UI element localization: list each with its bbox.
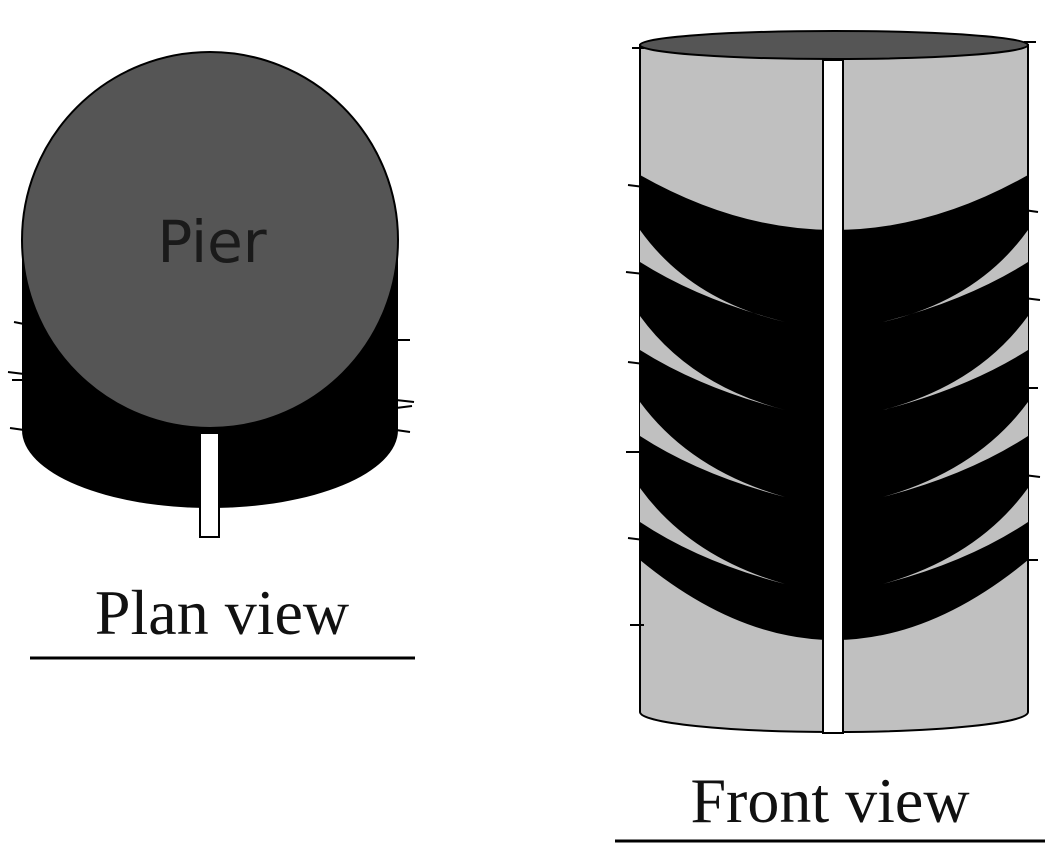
plan-view: Pier Plan view [7, 51, 415, 660]
front-slot [822, 59, 844, 734]
pier-label: Pier [157, 208, 266, 276]
plan-view-caption: Plan view [95, 577, 349, 648]
pier-circle [21, 51, 399, 429]
front-fiber-whiskers [625, 41, 1041, 626]
front-view: Front view [615, 30, 1045, 843]
front-view-caption: Front view [690, 765, 969, 836]
plan-slot [199, 432, 220, 538]
front-top-cap [639, 30, 1029, 60]
